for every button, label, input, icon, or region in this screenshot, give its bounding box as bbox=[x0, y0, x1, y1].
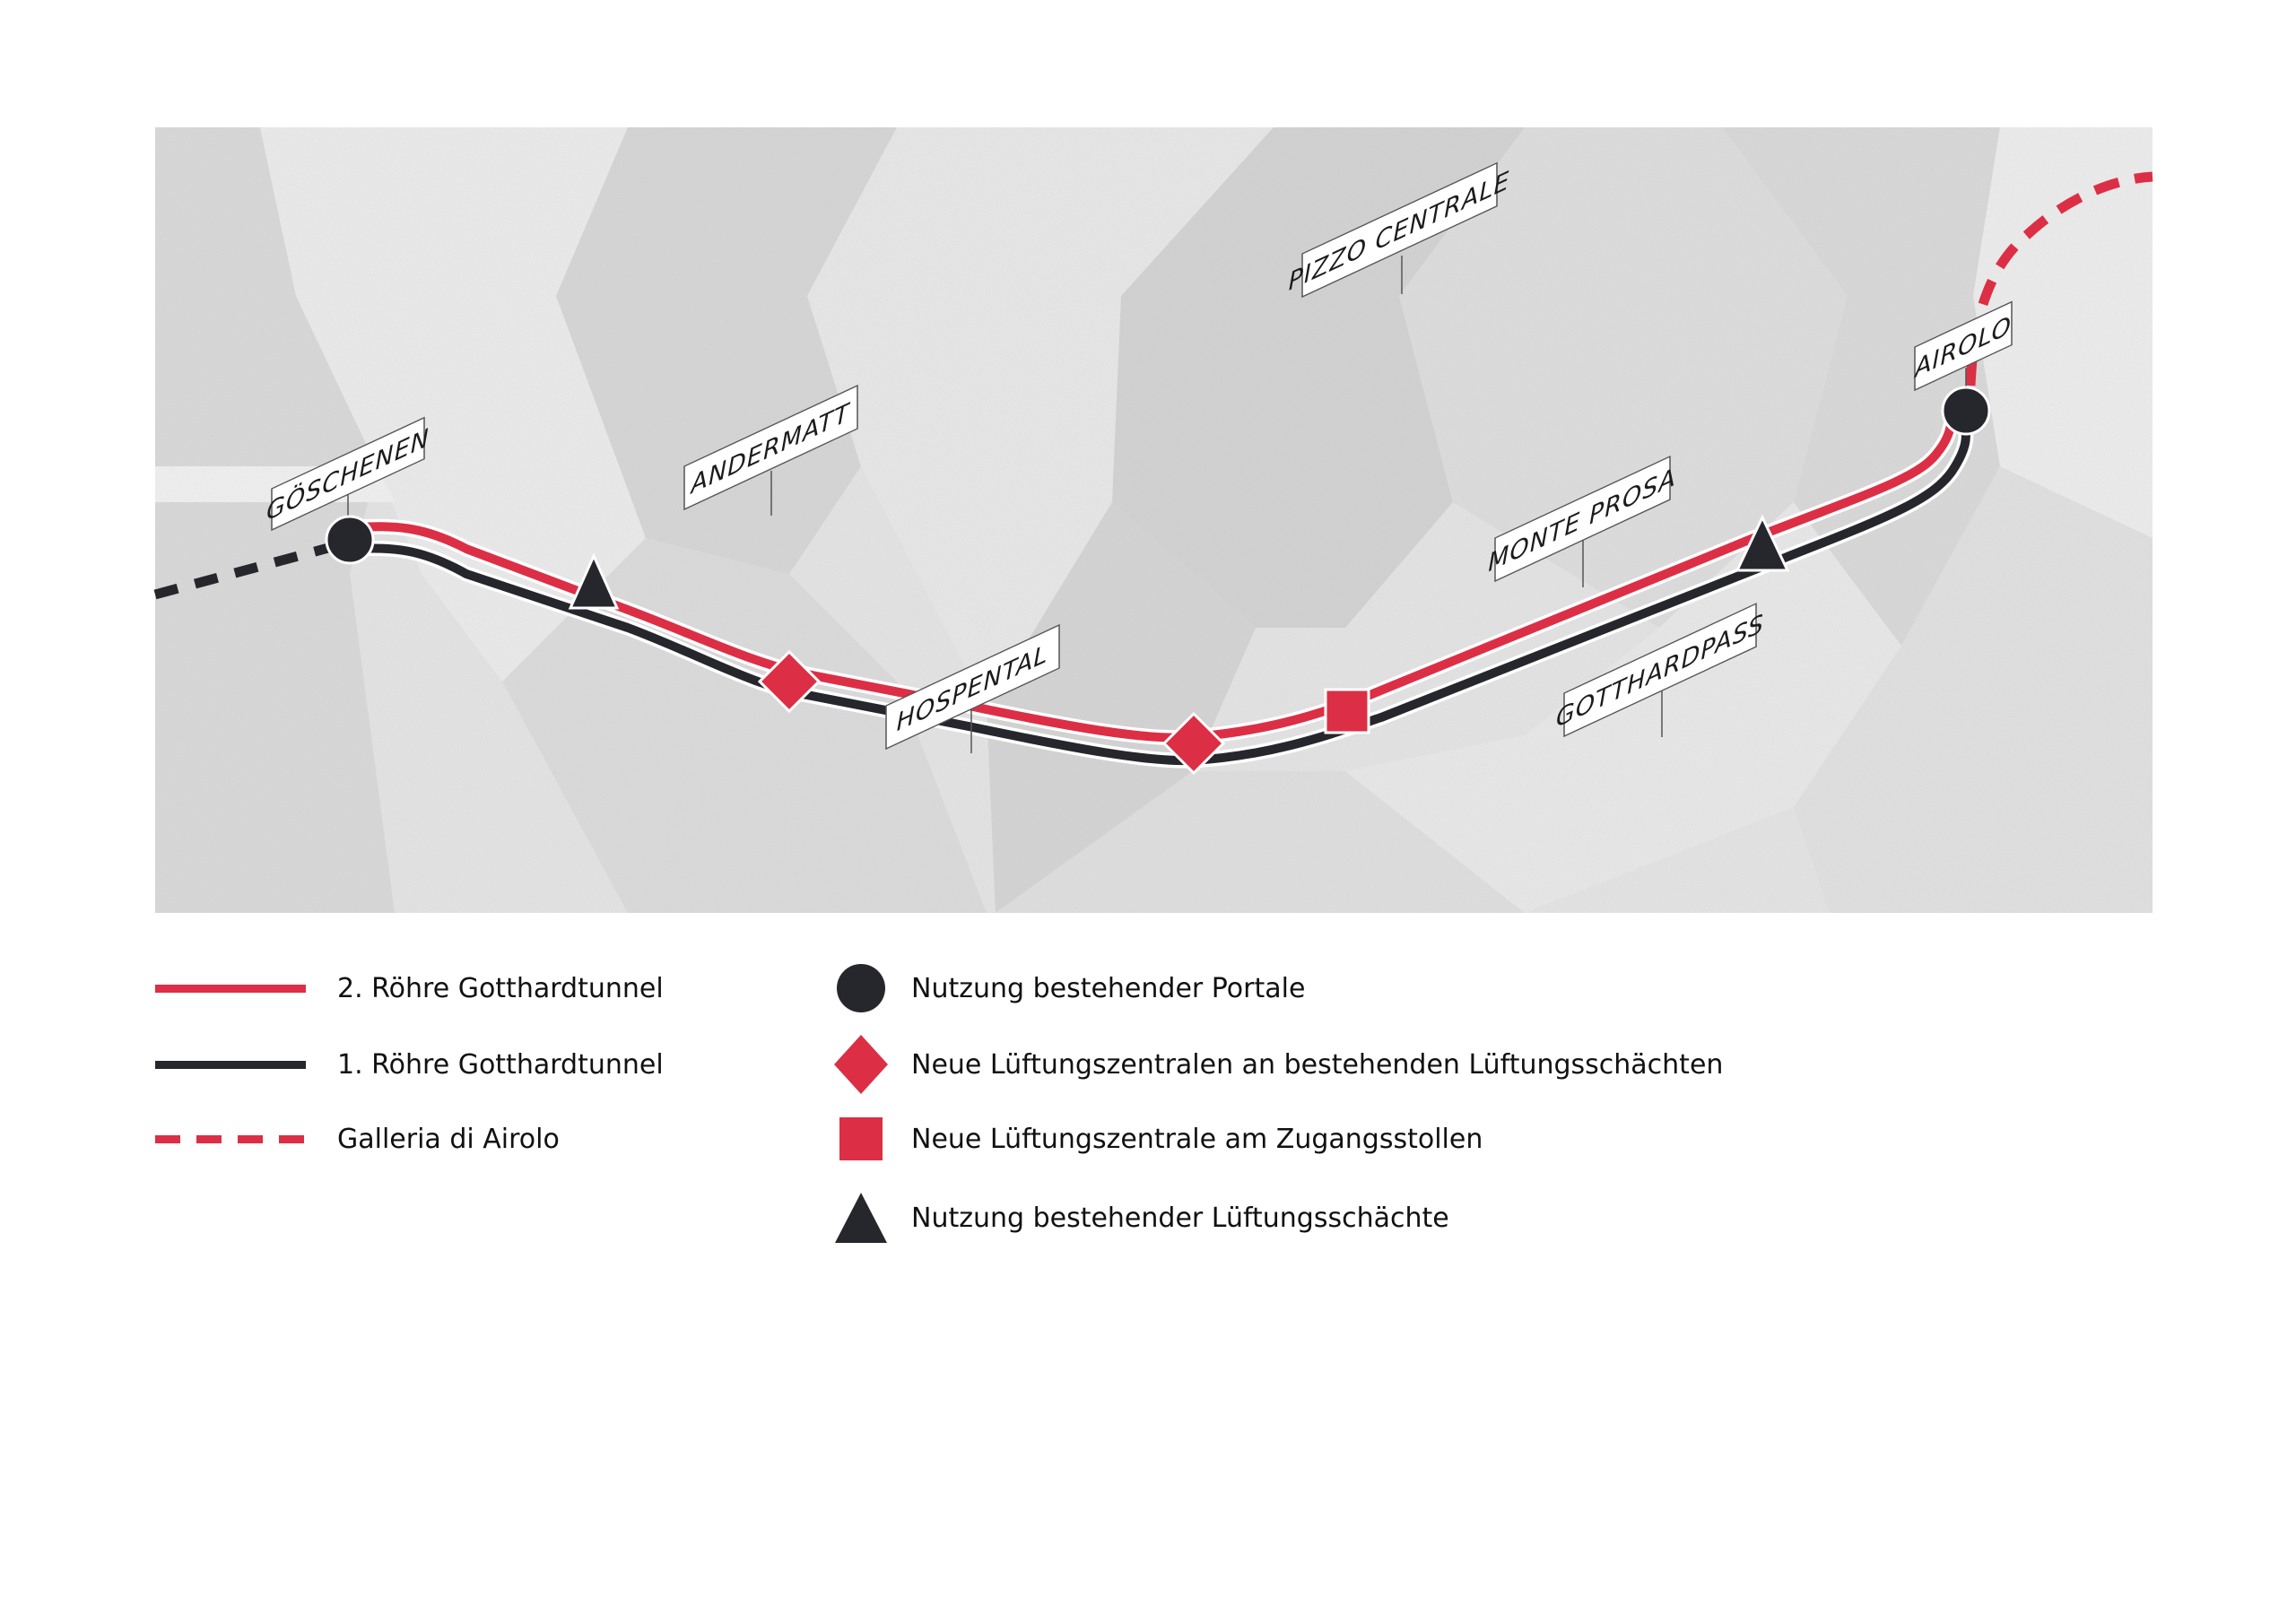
legend-item-galleria: Galleria di Airolo bbox=[155, 1112, 560, 1166]
solid-dark-line-icon bbox=[155, 1060, 306, 1069]
approach-dashed-line bbox=[153, 536, 353, 600]
solid-red-line-icon bbox=[155, 984, 306, 993]
portal-marker-airolo bbox=[1941, 386, 1991, 436]
diamond-icon bbox=[834, 1035, 888, 1094]
legend-label: Nutzung bestehender Lüftungsschächte bbox=[911, 1202, 1449, 1234]
triangle-icon bbox=[834, 1191, 888, 1245]
ventilation-square bbox=[1324, 688, 1370, 734]
portal-marker-goeschenen bbox=[325, 515, 375, 565]
legend-item-existing-shafts: Nutzung bestehender Lüftungsschächte bbox=[834, 1191, 1449, 1245]
legend-item-new-ventilation-shafts: Neue Lüftungszentralen an bestehenden Lü… bbox=[834, 1035, 1724, 1094]
legend-item-access-tunnel: Neue Lüftungszentrale am Zugangsstollen bbox=[834, 1112, 1483, 1166]
ventilation-diamond-1 bbox=[757, 649, 822, 714]
legend-label: 2. Röhre Gotthardtunnel bbox=[337, 972, 664, 1004]
legend-item-tube-1: 1. Röhre Gotthardtunnel bbox=[155, 1038, 664, 1091]
legend-label: Neue Lüftungszentralen an bestehenden Lü… bbox=[911, 1048, 1724, 1081]
circle-icon bbox=[834, 961, 888, 1015]
mountain-background bbox=[155, 127, 2152, 913]
square-icon bbox=[834, 1112, 888, 1166]
ventilation-diamond-2 bbox=[1161, 711, 1226, 776]
legend-label: 1. Röhre Gotthardtunnel bbox=[337, 1048, 664, 1081]
shaft-marker-2 bbox=[1735, 514, 1790, 572]
legend-item-tube-2: 2. Röhre Gotthardtunnel bbox=[155, 961, 664, 1015]
legend-label: Neue Lüftungszentrale am Zugangsstollen bbox=[911, 1123, 1483, 1155]
legend-item-portals: Nutzung bestehender Portale bbox=[834, 961, 1305, 1015]
legend-label: Nutzung bestehender Portale bbox=[911, 972, 1306, 1004]
dashed-red-line-icon bbox=[155, 1134, 306, 1143]
legend-label: Galleria di Airolo bbox=[337, 1123, 560, 1155]
shaft-marker-1 bbox=[568, 552, 620, 610]
